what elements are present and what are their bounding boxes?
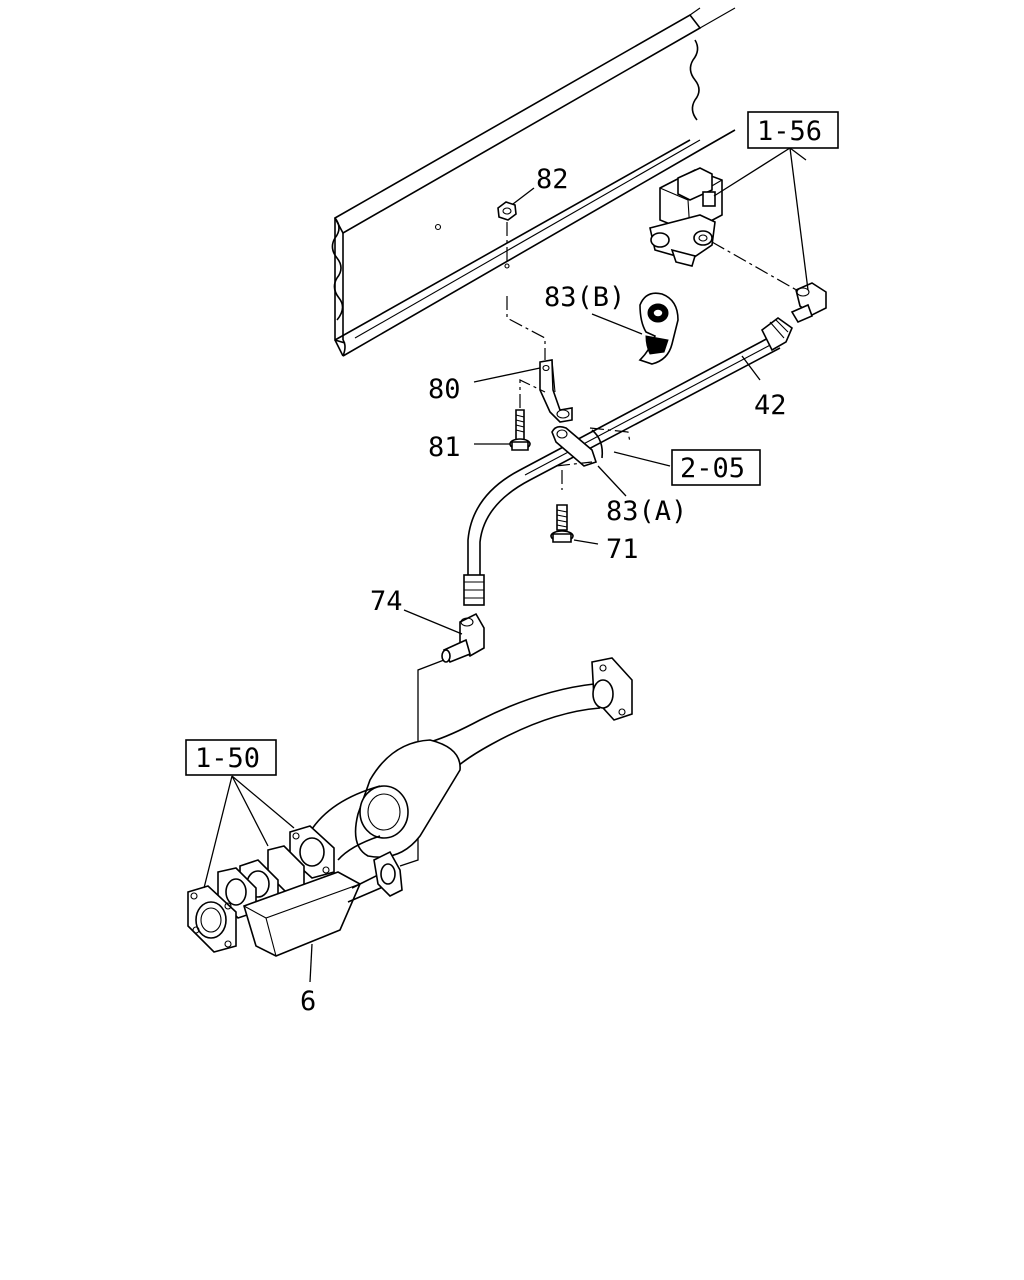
callout-80: 80 bbox=[428, 374, 461, 405]
assembly-line-82-80 bbox=[506, 296, 546, 360]
leader-2-05 bbox=[613, 451, 671, 467]
exhaust-pipe bbox=[187, 657, 633, 957]
assembly-line-valve-fitting bbox=[711, 241, 801, 293]
leader-71 bbox=[573, 539, 599, 545]
callout-74: 74 bbox=[370, 586, 403, 617]
ref-label-2-05: 2-05 bbox=[680, 453, 745, 484]
leader-42 bbox=[741, 355, 761, 381]
callout-6: 6 bbox=[300, 986, 316, 1017]
elbow-fitting-74 bbox=[441, 612, 485, 664]
air-hose-42 bbox=[463, 317, 793, 606]
bolt-71 bbox=[550, 504, 574, 543]
elbow-fitting-upper bbox=[790, 282, 827, 324]
callout-83a: 83(A) bbox=[606, 496, 687, 527]
leader-6 bbox=[309, 943, 313, 983]
ref-box-2-05: 2-05 bbox=[671, 449, 761, 486]
ref-label-1-50: 1-50 bbox=[195, 743, 260, 774]
leader-82 bbox=[512, 187, 535, 205]
frame-rail bbox=[331, 7, 736, 357]
ref-box-1-50: 1-50 bbox=[185, 739, 277, 776]
leader-74 bbox=[403, 609, 463, 635]
leader-80 bbox=[473, 367, 541, 383]
ref-label-1-56: 1-56 bbox=[757, 116, 822, 147]
clamp-83b bbox=[638, 292, 679, 365]
ref-box-1-56: 1-56 bbox=[747, 111, 839, 149]
callout-42: 42 bbox=[754, 390, 787, 421]
bracket-80 bbox=[539, 359, 573, 423]
leader-83a bbox=[597, 465, 627, 497]
callout-82: 82 bbox=[536, 164, 569, 195]
nut-82 bbox=[497, 201, 517, 269]
leader-83b bbox=[591, 313, 643, 335]
callout-71: 71 bbox=[606, 534, 639, 565]
clamp-83a bbox=[551, 425, 631, 490]
leader-1-56 bbox=[713, 146, 809, 291]
solenoid-valve bbox=[649, 167, 723, 267]
leader-1-50 bbox=[203, 775, 295, 889]
callout-83b: 83(B) bbox=[544, 282, 625, 313]
callout-81: 81 bbox=[428, 432, 461, 463]
